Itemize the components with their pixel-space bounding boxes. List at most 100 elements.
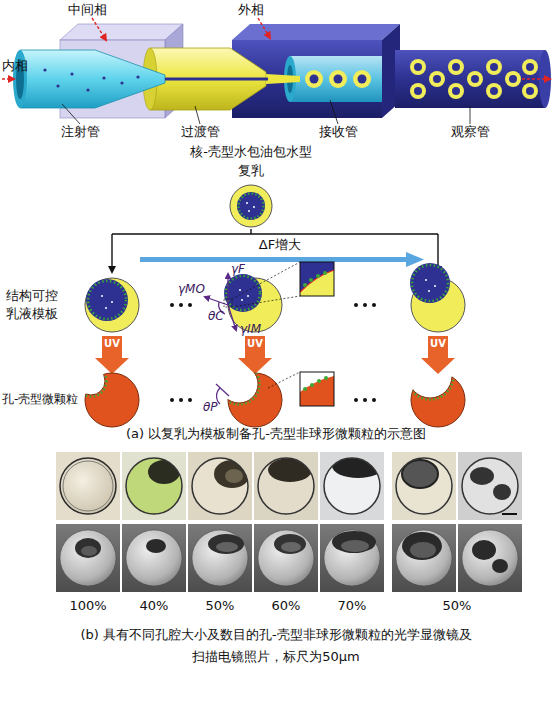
emulsion-template <box>412 265 448 301</box>
uv-label: UV <box>97 338 127 351</box>
uv-arrow <box>421 358 455 374</box>
double-emulsion-droplet <box>410 83 426 99</box>
flow-arrow <box>92 18 106 40</box>
double-emulsion-droplet <box>526 87 534 95</box>
emulsion-template <box>86 279 128 321</box>
emulsion-template <box>101 295 103 297</box>
double-emulsion-droplet <box>526 63 534 71</box>
optical-micrograph <box>268 458 312 482</box>
particle-inset <box>300 372 334 406</box>
observation-tube <box>395 50 551 108</box>
ellipsis-dots <box>188 398 192 402</box>
emulsion-template <box>111 301 113 303</box>
optical-micrograph <box>258 458 314 514</box>
emulsion-shape <box>237 192 265 220</box>
tension-vector <box>227 274 228 305</box>
tension-symbol: γF <box>231 262 257 277</box>
optical-micrograph <box>493 484 511 500</box>
optical-micrograph <box>192 458 248 514</box>
interface-inset <box>316 274 320 278</box>
particle-inset <box>317 379 321 383</box>
double-emulsion-droplet <box>486 59 502 75</box>
optical-micrograph <box>396 458 452 514</box>
receiving-tube <box>290 56 382 102</box>
interface-inset <box>224 262 334 307</box>
optical-micrograph <box>320 452 384 520</box>
percentage-label: 40% <box>129 598 179 614</box>
optical-micrograph <box>63 461 113 511</box>
sem-micrograph <box>192 530 248 586</box>
optical-micrograph <box>56 452 120 520</box>
ellipsis-dots <box>372 303 376 307</box>
particle-inset <box>300 372 334 406</box>
percentage-label: 50% <box>432 598 482 614</box>
node-heading: 核-壳型水包油包水型 复乳 <box>186 142 316 180</box>
sem-micrograph <box>458 524 522 592</box>
optical-micrograph <box>470 467 494 485</box>
row-label: 结构可控 乳液模板 <box>6 287 62 323</box>
optical-micrograph <box>396 458 452 514</box>
double-emulsion-droplet <box>448 59 464 75</box>
sem-micrograph <box>472 540 496 560</box>
tension-vector <box>228 305 236 330</box>
optical-micrograph <box>324 454 384 514</box>
optical-micrograph <box>225 469 243 483</box>
optical-micrograph <box>148 460 180 484</box>
sem-micrograph <box>258 530 314 586</box>
ellipsis-dots <box>363 303 367 307</box>
injection-tube <box>165 78 268 81</box>
flow-arrow <box>2 18 550 79</box>
phase-label: 内相 <box>2 58 36 74</box>
leader-line <box>62 104 80 124</box>
receiving-tube <box>358 75 367 84</box>
sem-micrograph <box>122 524 186 592</box>
leader-line <box>195 106 200 124</box>
interface-inset <box>300 262 334 292</box>
leader-line <box>62 100 470 124</box>
hole-shell-particle <box>219 364 260 405</box>
optical-micrograph <box>462 458 518 514</box>
injection-tube <box>13 50 268 108</box>
sem-micrograph <box>258 530 314 586</box>
sem-micrograph <box>462 530 518 586</box>
tension-symbol: γIM <box>240 322 274 337</box>
scale-bar <box>502 513 517 515</box>
optical-micrograph <box>462 458 518 514</box>
interface-inset <box>323 271 327 275</box>
sem-micrograph <box>492 559 508 573</box>
subfigure-caption: (a) 以复乳为模板制备孔-壳型非球形微颗粒的示意图 <box>6 426 546 442</box>
emulsion-template <box>241 299 243 301</box>
optical-micrograph <box>332 454 384 478</box>
hole-shell-particle <box>76 366 107 397</box>
optical-micrograph <box>268 458 312 482</box>
trend-label: ΔF增大 <box>240 237 320 253</box>
double-emulsion-droplet <box>490 63 498 71</box>
interface-inset <box>224 299 232 307</box>
ellipsis-dots <box>354 398 358 402</box>
tube-label: 过渡管 <box>170 124 230 140</box>
uv-arrow <box>95 358 129 374</box>
interface-inset <box>232 296 300 307</box>
branch-arrow <box>112 229 438 234</box>
interface-inset <box>303 283 307 287</box>
receiving-tube <box>334 75 343 84</box>
injection-tube <box>20 50 165 108</box>
sem-micrograph <box>126 530 182 586</box>
branch-arrow <box>111 234 112 272</box>
trend-arrow <box>140 257 408 262</box>
optical-micrograph <box>60 458 116 514</box>
double-emulsion-droplet <box>471 75 479 83</box>
phase-label: 中间相 <box>68 2 118 18</box>
percentage-label: 50% <box>195 598 245 614</box>
interface-inset <box>300 270 334 292</box>
ellipsis-dots <box>188 303 192 307</box>
optical-micrograph <box>462 458 518 514</box>
leader-line <box>470 106 471 124</box>
sem-micrograph <box>320 524 384 592</box>
particle-inset <box>303 387 307 391</box>
optical-micrograph <box>258 458 314 514</box>
emulsion-shape <box>253 206 255 208</box>
optical-micrograph <box>324 458 380 514</box>
sem-micrograph <box>56 524 522 592</box>
percentage-label: 100% <box>63 598 113 614</box>
